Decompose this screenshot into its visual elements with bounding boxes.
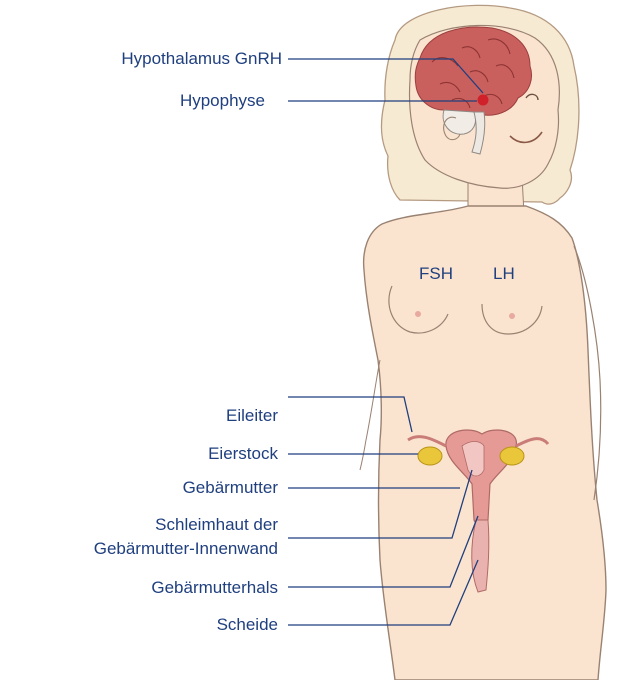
label-gebaermutter: Gebärmutter	[183, 478, 278, 498]
label-schleimhaut: Schleimhaut der Gebärmutter-Innenwand	[94, 513, 278, 561]
label-hypophyse: Hypophyse	[180, 91, 265, 111]
label-schleimhaut-line1: Schleimhaut der	[94, 513, 278, 537]
label-eileiter: Eileiter	[226, 406, 278, 426]
label-eierstock: Eierstock	[208, 444, 278, 464]
left-nipple	[415, 311, 421, 317]
pituitary-dot	[478, 95, 489, 106]
label-hypothalamus: Hypothalamus GnRH	[121, 49, 282, 69]
label-lh: LH	[493, 264, 515, 284]
right-nipple	[509, 313, 515, 319]
vagina	[472, 520, 489, 592]
brain	[415, 27, 531, 117]
label-fsh: FSH	[419, 264, 453, 284]
label-schleimhaut-line2: Gebärmutter-Innenwand	[94, 537, 278, 561]
left-ovary	[418, 447, 442, 465]
right-ovary	[500, 447, 524, 465]
label-gebaermutterhals: Gebärmutterhals	[151, 578, 278, 598]
label-scheide: Scheide	[217, 615, 278, 635]
